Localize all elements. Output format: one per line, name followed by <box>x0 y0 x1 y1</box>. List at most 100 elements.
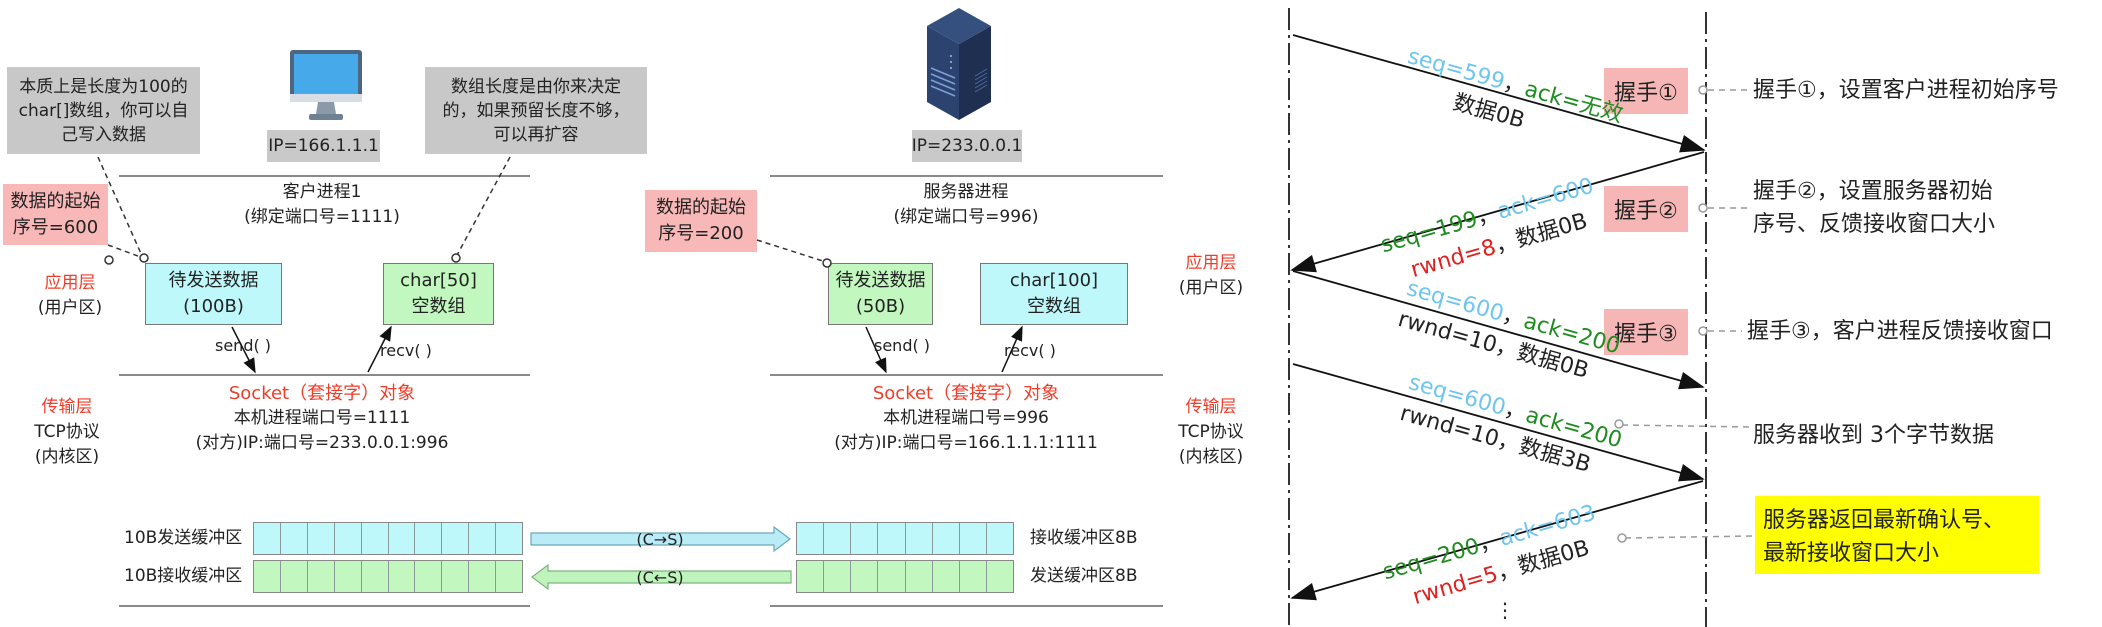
buffer-cell <box>415 561 443 592</box>
message-label-5: seq=200，ack=603 rwnd=5，数据0B <box>1378 495 1607 617</box>
layer-sub: (内核区) <box>1178 447 1244 467</box>
server-send-call: send( ) <box>874 336 931 355</box>
buffer-cell <box>851 561 879 592</box>
client-recv-buffer <box>253 560 523 593</box>
c-to-s-arrow <box>530 526 792 552</box>
socket-title: Socket（套接字）对象 <box>228 383 416 404</box>
buffer-cell <box>389 523 416 554</box>
client-send-call: send( ) <box>215 336 272 355</box>
buffer-cell <box>281 523 308 554</box>
description-4: 服务器收到 3个字节数据 <box>1753 419 1994 452</box>
handshake-tag-2: 握手② <box>1604 186 1688 232</box>
buffer-cell <box>496 523 522 554</box>
buffer-cell <box>308 523 335 554</box>
box-line: (100B) <box>183 296 244 317</box>
client-app-layer-label: 应用层 (用户区) <box>38 271 102 321</box>
client-bottom-line <box>119 605 530 607</box>
server-transport-line <box>770 374 1163 376</box>
s-to-c-label: (C←S) <box>636 568 684 587</box>
connector-end <box>104 255 114 265</box>
client-recv-buffer-label: 10B接收缓冲区 <box>124 566 243 586</box>
buffer-cell <box>987 523 1013 554</box>
box-line: 空数组 <box>411 296 466 317</box>
client-recv-array-box: char[50] 空数组 <box>383 263 494 325</box>
layer-proto: TCP协议 <box>1178 422 1244 442</box>
array-length-note: 数组长度是由你来决定 的，如果预留长度不够， 可以再扩容 <box>425 67 647 154</box>
client-array-note: 本质上是长度为100的 char[]数组，你可以自 己写入数据 <box>7 67 200 154</box>
note-line: 数据的起始 <box>10 190 101 212</box>
box-line: 待发送数据 <box>168 270 259 291</box>
server-send-data-box: 待发送数据 (50B) <box>828 263 933 325</box>
description-line: 服务器收到 3个字节数据 <box>1753 423 1994 448</box>
client-app-top-line <box>119 175 530 177</box>
description-1: 握手①，设置客户进程初始序号 <box>1753 74 2059 107</box>
server-start-seq-note: 数据的起始 序号=200 <box>645 190 757 252</box>
handshake-tag-1: 握手① <box>1604 68 1688 114</box>
server-transport-layer-label: 传输层 TCP协议 (内核区) <box>1178 395 1244 470</box>
continuation-ellipsis: ⋮ <box>1495 598 1515 622</box>
description-line: 服务器返回最新确认号、 <box>1763 508 2006 533</box>
server-app-top-line <box>770 175 1163 177</box>
buffer-cell <box>469 523 497 554</box>
client-transport-line <box>119 374 530 376</box>
buffer-cell <box>335 523 362 554</box>
note-line: 的，如果预留长度不够， <box>442 100 630 121</box>
layer-sub: (用户区) <box>37 298 103 318</box>
server-send-buffer <box>796 560 1014 593</box>
leader-end <box>1617 533 1627 543</box>
client-send-buffer-label: 10B发送缓冲区 <box>124 528 243 548</box>
buffer-cell <box>442 561 470 592</box>
server-ip-label: IP=233.0.0.1 <box>912 130 1022 162</box>
server-recv-call: recv( ) <box>1004 341 1056 360</box>
server-app-layer-label: 应用层 (用户区) <box>1179 251 1243 301</box>
box-line: 待发送数据 <box>835 270 926 291</box>
local-port: 本机进程端口号=1111 <box>233 408 411 428</box>
buffer-cell <box>469 561 497 592</box>
leader-end <box>1698 326 1708 336</box>
server-recv-buffer-label: 接收缓冲区8B <box>1030 528 1138 548</box>
description-2: 握手②，设置服务器初始 序号、反馈接收窗口大小 <box>1753 175 1995 241</box>
description-line: 最新接收窗口大小 <box>1763 541 1940 566</box>
buffer-cell <box>362 561 389 592</box>
process-title: 服务器进程 <box>923 182 1009 202</box>
peer-addr: (对方)IP:端口号=166.1.1.1:1111 <box>834 433 1098 453</box>
note-line: 序号=600 <box>12 216 99 238</box>
note-line: 数据的起始 <box>656 197 746 218</box>
c-to-s-label: (C→S) <box>636 530 684 549</box>
buffer-cell <box>933 561 960 592</box>
layer-name: 应用层 <box>1185 253 1237 273</box>
buffer-cell <box>933 523 960 554</box>
process-port: (绑定端口号=1111) <box>244 207 400 227</box>
connector-line <box>756 239 827 263</box>
description-line: 握手③，客户进程反馈接收窗口 <box>1747 319 2053 344</box>
peer-addr: (对方)IP:端口号=233.0.0.1:996 <box>195 433 449 453</box>
layer-sub: (用户区) <box>1178 278 1244 298</box>
process-port: (绑定端口号=996) <box>893 207 1039 227</box>
buffer-cell <box>906 523 933 554</box>
buffer-cell <box>824 523 852 554</box>
local-port: 本机进程端口号=996 <box>883 408 1049 428</box>
note-line: 己写入数据 <box>60 124 146 145</box>
socket-title: Socket（套接字）对象 <box>872 383 1060 404</box>
leader-end <box>1698 203 1708 213</box>
server-process-title: 服务器进程 (绑定端口号=996) <box>894 180 1039 230</box>
buffer-cell <box>415 523 443 554</box>
buffer-cell <box>960 523 987 554</box>
client-recv-call: recv( ) <box>380 341 432 360</box>
note-line: 本质上是长度为100的 <box>19 76 188 97</box>
s-to-c-arrow <box>530 564 792 590</box>
server-bottom-line <box>770 605 1163 607</box>
buffer-cell <box>362 523 389 554</box>
client-socket-info: Socket（套接字）对象 本机进程端口号=1111 (对方)IP:端口号=23… <box>196 381 449 456</box>
connector-line <box>455 156 511 258</box>
note-line: 可以再扩容 <box>493 124 579 145</box>
leader-end <box>1698 85 1708 95</box>
buffer-cell <box>281 561 308 592</box>
buffer-cell <box>878 523 906 554</box>
monitor-icon <box>288 48 364 124</box>
buffer-cell <box>308 561 335 592</box>
buffer-cell <box>878 561 906 592</box>
connector-end <box>139 253 149 263</box>
note-line: char[]数组，你可以自 <box>18 100 189 121</box>
client-send-buffer <box>253 522 523 555</box>
